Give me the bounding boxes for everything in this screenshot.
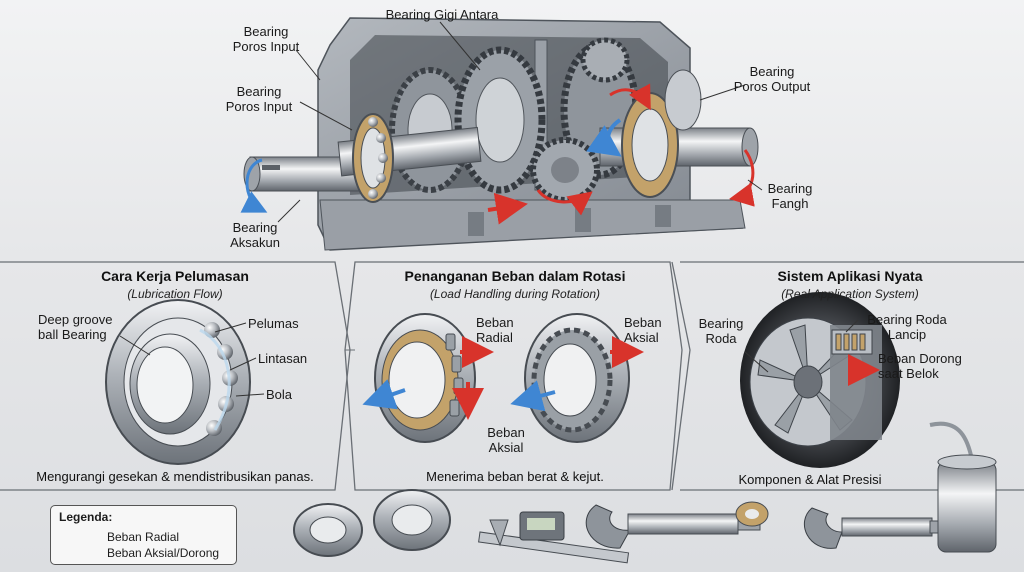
panel1-subtitle: (Lubrication Flow) — [127, 287, 223, 301]
micrometer-2 — [803, 507, 951, 549]
panel3-subtitle: (Real Application System) — [781, 287, 919, 301]
legend-item-axial: Beban Aksial/Dorong — [107, 546, 220, 560]
legend-title: Legenda: — [59, 510, 113, 524]
radial-bearing — [374, 313, 476, 443]
panel2-arrows — [362, 336, 644, 420]
output-bearing — [621, 69, 702, 198]
oil-can — [929, 421, 997, 553]
panel3-title: Sistem Aplikasi Nyata — [777, 268, 923, 284]
input-bearing — [352, 113, 394, 203]
label-bearing-gigi-antara: Bearing Gigi Antara — [385, 7, 499, 22]
panel1-leaders — [119, 322, 265, 397]
micrometer-1 — [585, 504, 761, 549]
bottom-ball-bearing-1 — [293, 503, 363, 557]
label-lintasan: Lintasan — [258, 351, 308, 366]
top-load-arrows — [240, 83, 755, 225]
panel2-subtitle: (Load Handling during Rotation) — [429, 287, 601, 301]
legend-item-radial: Beban Radial — [107, 530, 180, 544]
label-bola: Bola — [266, 387, 293, 402]
axial-bearing — [524, 313, 630, 443]
bottom-ball-bearing-2 — [373, 489, 451, 551]
small-bearing — [735, 501, 769, 527]
panel2-title: Penanganan Beban dalam Rotasi — [404, 268, 626, 284]
legend-box: Legenda: Beban Radial Beban Aksial/Doron… — [50, 505, 237, 565]
top-leader-lines — [277, 21, 763, 223]
panel3-leaders — [744, 319, 859, 373]
panel3-caption: Komponen & Alat Presisi — [738, 472, 882, 487]
lubrication-bearing — [105, 299, 251, 465]
panel1-caption: Mengurangi gesekan & mendistribusikan pa… — [36, 469, 314, 484]
panel1-title: Cara Kerja Pelumasan — [101, 268, 249, 284]
small-pinion-gear — [530, 137, 600, 203]
wheel-assembly — [740, 292, 900, 468]
panel2-caption: Menerima beban berat & kejut. — [426, 469, 604, 484]
vernier-caliper — [478, 511, 630, 564]
label-pelumas: Pelumas — [248, 316, 299, 331]
intermediate-gear — [454, 46, 546, 194]
